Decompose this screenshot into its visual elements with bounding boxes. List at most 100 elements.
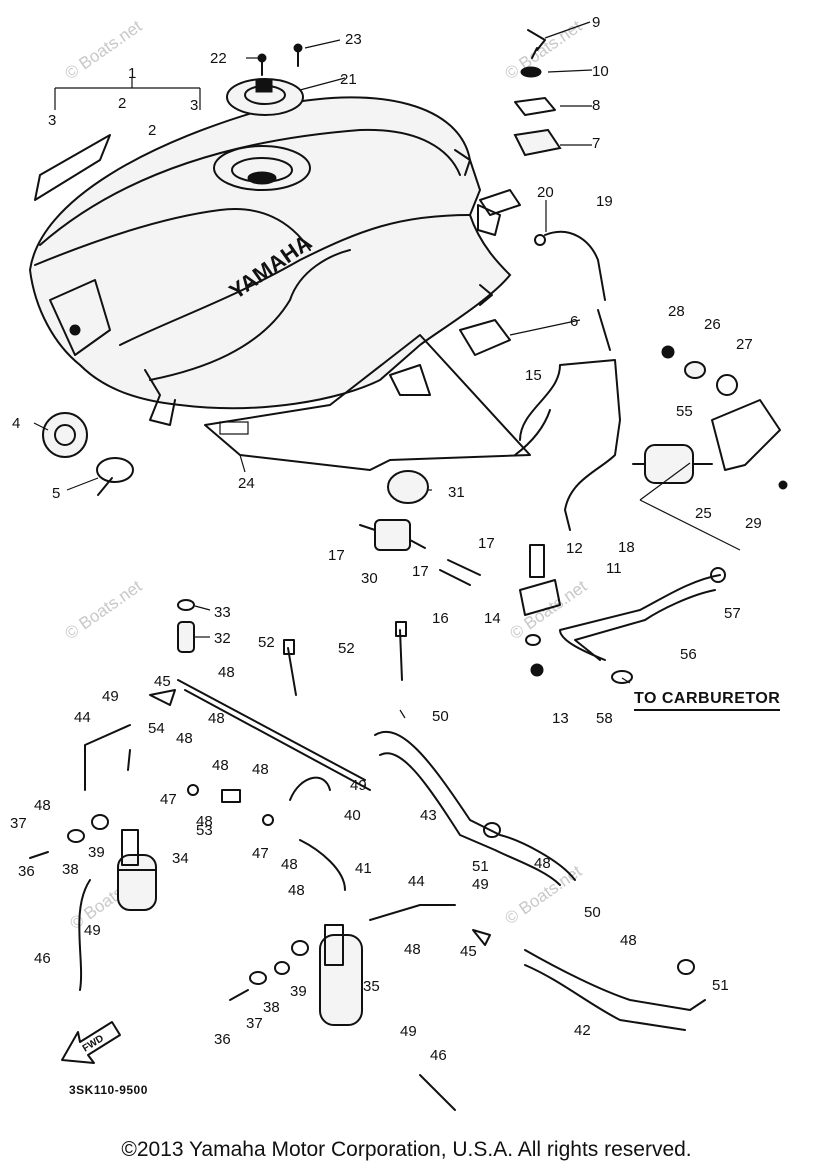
callout-number: 49: [472, 876, 489, 893]
callout-number: 48: [404, 941, 421, 958]
callout-number: 2: [148, 122, 156, 139]
callout-number: 56: [680, 646, 697, 663]
fuel-tank: YAMAHA: [28, 96, 512, 426]
callout-number: 46: [430, 1047, 447, 1064]
callout-number: 22: [210, 50, 227, 67]
callout-number: 10: [592, 63, 609, 80]
callout-number: 49: [350, 777, 367, 794]
callout-number: 34: [172, 850, 189, 867]
callout-number: 48: [252, 761, 269, 778]
callout-number: 48: [288, 882, 305, 899]
callout-number: 46: [34, 950, 51, 967]
callout-number: 48: [196, 813, 213, 830]
forward-arrow-icon: FWD: [61, 1021, 121, 1064]
callout-number: 50: [432, 708, 449, 725]
callout-number: 17: [478, 535, 495, 552]
small-fittings: [149, 599, 695, 975]
vent-hoses: [78, 679, 706, 1111]
callout-number: 33: [214, 604, 231, 621]
callout-number: 2: [118, 95, 126, 112]
callout-number: 3: [48, 112, 56, 129]
callout-number: 31: [448, 484, 465, 501]
callout-number: 18: [618, 539, 635, 556]
callout-number: 7: [592, 135, 600, 152]
callout-numbers: 1223345678910111213141516171717181920212…: [10, 14, 762, 1064]
callout-number: 55: [676, 403, 693, 420]
fuel-filter: [632, 345, 788, 490]
callout-number: 48: [208, 710, 225, 727]
to-carburetor-label: TO CARBURETOR: [634, 690, 781, 711]
callout-number: 52: [258, 634, 275, 651]
callout-number: 5: [52, 485, 60, 502]
fuel-hoses: [439, 359, 621, 586]
callout-number: 17: [412, 563, 429, 580]
callout-number: 58: [596, 710, 613, 727]
callout-number: 50: [584, 904, 601, 921]
fuel-cock: [519, 544, 561, 677]
callout-number: 35: [363, 978, 380, 995]
callout-number: 15: [525, 367, 542, 384]
callout-number: 38: [62, 861, 79, 878]
callout-number: 12: [566, 540, 583, 557]
watermark: © Boats.net: [506, 576, 590, 643]
callout-number: 38: [263, 999, 280, 1016]
callout-number: 37: [246, 1015, 263, 1032]
callout-number: 48: [281, 856, 298, 873]
callout-number: 49: [84, 922, 101, 939]
callout-number: 39: [290, 983, 307, 1000]
callout-number: 43: [420, 807, 437, 824]
canister-34: [29, 814, 157, 911]
diagram-code: 3SK110-9500: [69, 1083, 148, 1097]
callout-number: 47: [160, 791, 177, 808]
watermark: © Boats.net: [61, 576, 145, 643]
callout-number: 17: [328, 547, 345, 564]
callout-number: 48: [218, 664, 235, 681]
callout-number: 11: [606, 560, 622, 577]
callout-number: 45: [460, 943, 477, 960]
callout-number: 19: [596, 193, 613, 210]
callout-number: 53: [196, 822, 213, 839]
callout-number: 8: [592, 97, 600, 114]
callout-number: 27: [736, 336, 753, 353]
callout-number: 48: [34, 797, 51, 814]
callout-number: 4: [12, 415, 20, 432]
callout-number: 42: [574, 1022, 591, 1039]
callout-number: 36: [214, 1031, 231, 1048]
callout-number: 28: [668, 303, 685, 320]
callout-number: 26: [704, 316, 721, 333]
callout-number: 49: [400, 1023, 417, 1040]
cable-ties: [283, 621, 407, 696]
callout-number: 36: [18, 863, 35, 880]
callout-number: 30: [361, 570, 378, 587]
canister-35: [229, 924, 363, 1026]
callout-number: 54: [148, 720, 165, 737]
callout-number: 6: [570, 313, 578, 330]
callout-number: 3: [190, 97, 198, 114]
callout-number: 51: [472, 858, 489, 875]
copyright-notice: ©2013 Yamaha Motor Corporation, U.S.A. A…: [121, 1138, 692, 1161]
callout-number: 44: [408, 873, 425, 890]
callout-leaders: [33, 21, 741, 719]
callout-number: 41: [355, 860, 372, 877]
callout-number: 16: [432, 610, 449, 627]
callout-number: 23: [345, 31, 362, 48]
callout-number: 39: [88, 844, 105, 861]
callout-number: 24: [238, 475, 255, 492]
callout-number: 45: [154, 673, 171, 690]
callout-number: 37: [10, 815, 27, 832]
callout-number: 32: [214, 630, 231, 647]
callout-number: 49: [102, 688, 119, 705]
callout-number: 51: [712, 977, 729, 994]
watermark: © Boats.net: [501, 16, 585, 83]
callout-number: 44: [74, 709, 91, 726]
callout-number: 57: [724, 605, 741, 622]
callout-number: 48: [212, 757, 229, 774]
filler-cap: [226, 43, 304, 116]
callout-number: 20: [537, 184, 554, 201]
tank-pad: [204, 334, 531, 471]
carburetor-hose: [559, 567, 726, 684]
callout-number: 48: [620, 932, 637, 949]
bolt-and-damper-stack: [459, 29, 611, 356]
fuel-pump: [359, 470, 429, 551]
